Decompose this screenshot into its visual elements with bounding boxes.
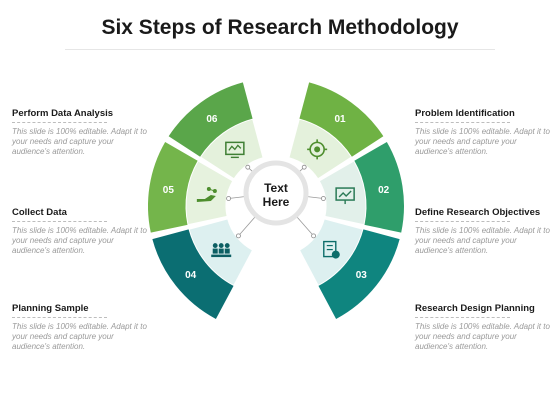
step-06-number: 06 bbox=[206, 114, 218, 125]
connector-dot bbox=[236, 233, 241, 239]
step-06-text: Perform Data Analysis This slide is 100%… bbox=[12, 108, 147, 157]
step-02-title: Define Research Objectives bbox=[415, 207, 540, 222]
step-01-description: This slide is 100% editable. Adapt it to… bbox=[415, 127, 550, 156]
connector-line bbox=[296, 216, 314, 237]
center-text-line1: Text bbox=[264, 181, 288, 195]
wheel-segments: 01 02 03 04 05 06 bbox=[148, 82, 404, 320]
step-06-title: Perform Data Analysis bbox=[12, 108, 113, 123]
connector-line bbox=[238, 216, 256, 237]
connector-dot bbox=[245, 164, 251, 170]
connector-dot bbox=[321, 196, 326, 201]
step-02-text: Define Research Objectives This slide is… bbox=[415, 207, 550, 256]
step-03-segment: 03 bbox=[298, 218, 400, 320]
step-01-outer-band bbox=[299, 82, 384, 157]
step-05-description: This slide is 100% editable. Adapt it to… bbox=[12, 226, 147, 255]
step-06-description: This slide is 100% editable. Adapt it to… bbox=[12, 127, 147, 156]
center-text-line2: Here bbox=[263, 195, 290, 209]
research-plan-icon bbox=[323, 240, 340, 259]
step-04-outer-band bbox=[152, 229, 234, 320]
step-04-description: This slide is 100% editable. Adapt it to… bbox=[12, 322, 147, 351]
step-03-number: 03 bbox=[356, 270, 368, 281]
step-05-segment: 05 bbox=[148, 142, 234, 233]
step-01-title: Problem Identification bbox=[415, 108, 515, 123]
target-gear-icon bbox=[307, 139, 328, 160]
step-02-segment: 02 bbox=[318, 142, 404, 233]
step-04-text: Planning Sample This slide is 100% edita… bbox=[12, 303, 147, 352]
step-01-text: Problem Identification This slide is 100… bbox=[415, 108, 550, 157]
connector-dot bbox=[311, 233, 316, 239]
connector-dot bbox=[226, 196, 231, 201]
step-05-text: Collect Data This slide is 100% editable… bbox=[12, 207, 147, 256]
step-04-segment: 04 bbox=[152, 218, 254, 320]
step-04-number: 04 bbox=[185, 270, 197, 281]
page-title: Six Steps of Research Methodology bbox=[101, 16, 459, 39]
step-01-number: 01 bbox=[335, 114, 347, 125]
step-01-inner-band bbox=[288, 118, 353, 180]
step-02-number: 02 bbox=[378, 185, 390, 196]
title-divider bbox=[65, 49, 495, 50]
step-01-segment: 01 bbox=[288, 82, 384, 180]
step-06-inner-band bbox=[199, 118, 264, 180]
step-04-title: Planning Sample bbox=[12, 303, 107, 318]
monitor-chart-icon bbox=[225, 141, 245, 159]
step-03-outer-band bbox=[318, 229, 400, 320]
step-03-text: Research Design Planning This slide is 1… bbox=[415, 303, 550, 352]
people-group-icon bbox=[211, 243, 232, 258]
step-05-title: Collect Data bbox=[12, 207, 107, 222]
step-05-number: 05 bbox=[163, 185, 175, 196]
hand-data-icon bbox=[196, 187, 217, 203]
center-hub: Text Here bbox=[243, 160, 309, 226]
step-05-inner-band bbox=[185, 160, 234, 226]
center-circle bbox=[243, 160, 309, 226]
step-03-inner-band bbox=[298, 218, 364, 287]
step-03-title: Research Design Planning bbox=[415, 303, 535, 318]
step-06-segment: 06 bbox=[168, 82, 264, 180]
step-02-description: This slide is 100% editable. Adapt it to… bbox=[415, 226, 550, 255]
presentation-board-icon bbox=[335, 187, 355, 205]
step-06-outer-band bbox=[168, 82, 253, 157]
connector-dot bbox=[301, 164, 307, 170]
step-03-description: This slide is 100% editable. Adapt it to… bbox=[415, 322, 550, 351]
